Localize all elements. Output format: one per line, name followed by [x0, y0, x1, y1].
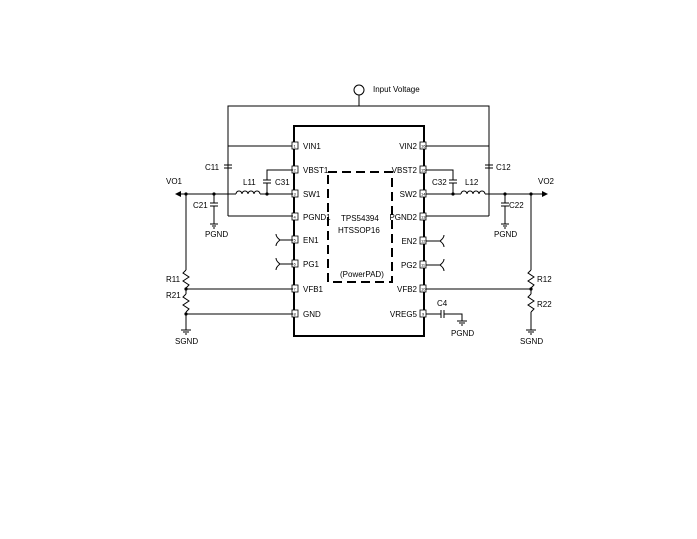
svg-text:9: 9: [422, 312, 425, 317]
svg-text:6: 6: [294, 262, 297, 267]
label-r12: R12: [537, 275, 552, 284]
pg2-stub: [426, 258, 445, 272]
capacitor-c12: C12: [485, 163, 511, 172]
input-voltage-node: Input Voltage: [353, 84, 420, 106]
svg-text:1: 1: [294, 144, 297, 149]
label-r22: R22: [537, 300, 552, 309]
label-pgnd-c4: PGND: [451, 329, 474, 338]
svg-text:3: 3: [294, 192, 297, 197]
chip-powerpad-label: (PowerPAD): [340, 270, 384, 279]
svg-text:16: 16: [421, 144, 426, 149]
svg-text:8: 8: [294, 312, 297, 317]
pin-sw1: SW1: [303, 190, 321, 199]
pin-vbst1: VBST1: [303, 166, 329, 175]
vo1-output: VO1: [166, 177, 269, 197]
chip-part-number: TPS54394: [341, 214, 379, 223]
pin-pg2: PG2: [401, 261, 418, 270]
en1-stub: [275, 233, 293, 247]
svg-text:11: 11: [421, 263, 426, 268]
pin-vin1: VIN1: [303, 142, 321, 151]
pin-en2: EN2: [401, 237, 417, 246]
pin-sw2: SW2: [400, 190, 418, 199]
label-sgnd-right: SGND: [520, 337, 543, 346]
svg-text:2: 2: [294, 168, 297, 173]
label-c32: C32: [432, 178, 447, 187]
left-pins: 1 2 3 4 5 6 7 8 VIN1 VBST1 SW1 PGND1 EN1…: [291, 141, 331, 319]
inductor-l11: L11: [235, 178, 261, 195]
chip-package: HTSSOP16: [338, 226, 380, 235]
capacitor-c21: C21 PGND: [193, 194, 228, 239]
pin-pgnd1: PGND1: [303, 213, 331, 222]
right-pins: 16 15 14 13 12 11 10 9 VIN2 VBST2 SW2 PG…: [389, 141, 427, 319]
inductor-l12: L12: [460, 178, 486, 195]
label-c4: C4: [437, 299, 448, 308]
svg-text:12: 12: [421, 239, 426, 244]
label-r11: R11: [166, 275, 181, 284]
label-vo2: VO2: [538, 177, 555, 186]
svg-text:5: 5: [294, 238, 297, 243]
ic-body: [293, 125, 425, 337]
vo2-output: VO2: [451, 177, 555, 197]
label-c11: C11: [205, 163, 220, 172]
pin-gnd: GND: [303, 310, 321, 319]
input-voltage-label: Input Voltage: [373, 85, 420, 94]
resistor-divider-right: R12 R22 SGND: [520, 194, 552, 346]
pin-vbst2: VBST2: [392, 166, 418, 175]
label-r21: R21: [166, 291, 181, 300]
svg-text:15: 15: [421, 168, 426, 173]
capacitor-c32: C32: [426, 169, 457, 194]
svg-text:7: 7: [294, 287, 297, 292]
pin-vfb1: VFB1: [303, 285, 324, 294]
resistor-divider-left: R11 R21 SGND: [166, 194, 198, 346]
capacitor-c31: C31: [263, 169, 293, 194]
label-c21: C21: [193, 201, 208, 210]
label-l12: L12: [465, 178, 479, 187]
capacitor-c11: C11: [205, 163, 232, 172]
capacitor-c22: C22 PGND: [494, 194, 524, 239]
label-sgnd-left: SGND: [175, 337, 198, 346]
capacitor-c4: C4 PGND: [426, 299, 474, 338]
pin-vin2: VIN2: [399, 142, 417, 151]
input-rail-wire: [227, 105, 490, 216]
label-c22: C22: [509, 201, 524, 210]
pg1-stub: [275, 257, 293, 271]
label-c12: C12: [496, 163, 511, 172]
label-c31: C31: [275, 178, 290, 187]
label-pgnd-right: PGND: [494, 230, 517, 239]
pin-pgnd2: PGND2: [389, 213, 417, 222]
svg-text:4: 4: [294, 215, 297, 220]
svg-text:14: 14: [421, 192, 426, 197]
powerpad-outline: [327, 171, 393, 283]
svg-text:10: 10: [421, 287, 426, 292]
pin-vfb2: VFB2: [397, 285, 418, 294]
label-pgnd-left: PGND: [205, 230, 228, 239]
label-l11: L11: [243, 178, 256, 187]
pin-pg1: PG1: [303, 260, 320, 269]
label-vo1: VO1: [166, 177, 183, 186]
en2-stub: [426, 234, 445, 248]
pin-vreg5: VREG5: [390, 310, 418, 319]
svg-text:13: 13: [421, 215, 426, 220]
pin-en1: EN1: [303, 236, 319, 245]
